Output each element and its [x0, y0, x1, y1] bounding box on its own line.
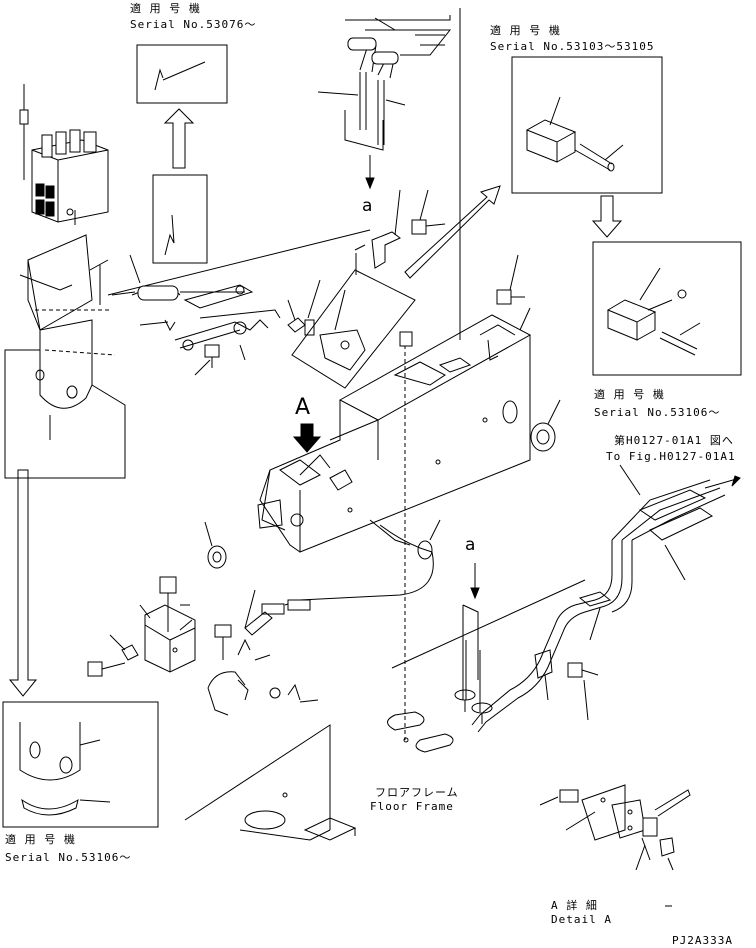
inset-box-top-right	[511, 56, 663, 194]
inset-top-left-part	[154, 61, 206, 91]
left-lower-bracket	[4, 309, 126, 479]
label-floor-frame-jp: フロアフレーム	[375, 786, 459, 799]
view-a-arrow	[292, 423, 322, 453]
label-to-fig: To Fig.H0127-01A1	[606, 450, 736, 463]
frame-bolts-right	[496, 254, 531, 331]
main-frame	[257, 314, 532, 553]
lower-a-rod	[454, 563, 493, 724]
cable-middle	[261, 519, 441, 615]
label-serial-53106-right: Serial No.53106～	[594, 406, 721, 419]
label-to-fig-jp: 第H0127-01A1 図へ	[614, 434, 734, 447]
inset-right-bracket	[606, 267, 701, 356]
inset-box-bottom-left	[2, 701, 159, 828]
label-serial-53103-jp: 適 用 号 機	[490, 24, 561, 37]
inset-top-right-bracket	[525, 96, 624, 172]
panel-diamond	[291, 269, 416, 389]
callout-a-lower: a	[465, 535, 476, 555]
control-cables	[471, 464, 741, 733]
spring-linkage	[107, 229, 371, 376]
inset-bottom-left-part	[19, 722, 111, 816]
upper-bracket-bolt	[354, 189, 446, 275]
lower-bolt-right	[567, 662, 599, 721]
arrow-long-down-left	[8, 469, 38, 697]
bolt-center	[399, 331, 413, 347]
grommet-right	[530, 399, 561, 452]
label-serial-53103: Serial No.53103～53105	[490, 40, 655, 53]
pedestal-bracket	[87, 576, 196, 677]
grommet-left	[204, 521, 227, 569]
arrow-down-to-right-inset	[591, 195, 623, 238]
label-serial-53106-right-jp: 適 用 号 機	[594, 388, 665, 401]
inset-box-right	[592, 241, 742, 376]
label-serial-53076-jp: 適 用 号 機	[130, 2, 201, 15]
arrow-diagonal-to-inset	[404, 185, 501, 279]
drawing-code: PJ2A333A	[672, 934, 733, 947]
label-serial-53106-left: Serial No.53106～	[5, 851, 132, 864]
valve-bracket	[19, 234, 109, 331]
label-detail-a-jp: A 詳 細	[551, 899, 598, 912]
label-serial-53076: Serial No.53076～	[130, 18, 257, 31]
control-levers-top	[317, 15, 452, 190]
label-detail-a: Detail A	[551, 913, 612, 926]
pin-clip-lever	[207, 589, 319, 716]
arrow-up-to-top-inset	[163, 108, 195, 169]
control-valve-assembly	[19, 84, 109, 225]
floor-frame	[184, 579, 586, 841]
detail-a-parts	[539, 784, 691, 907]
clip-parts	[287, 279, 321, 336]
callout-a-top: a	[362, 196, 373, 216]
small-view-box	[152, 174, 208, 264]
label-floor-frame: Floor Frame	[370, 800, 454, 813]
inset-box-top-left	[136, 44, 228, 104]
label-serial-53106-left-jp: 適 用 号 機	[5, 833, 76, 846]
view-arrow-label-a: A	[295, 395, 311, 420]
